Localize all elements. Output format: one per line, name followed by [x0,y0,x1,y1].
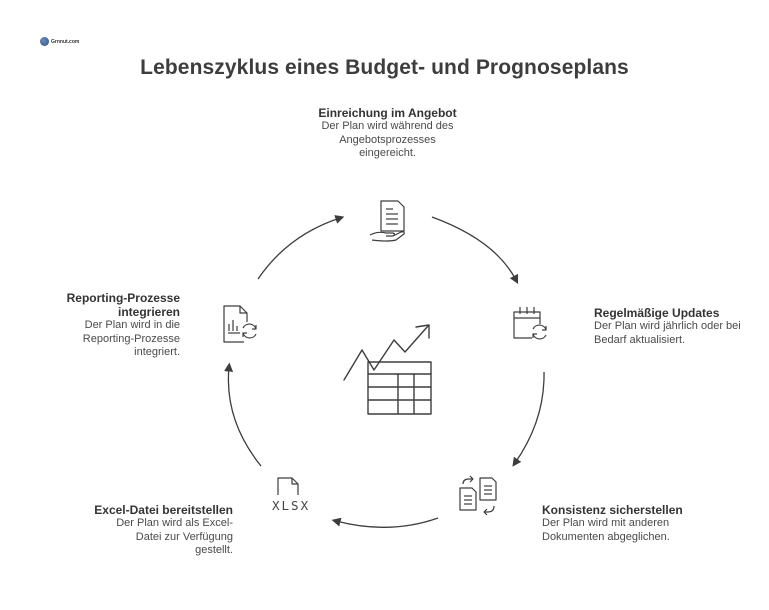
step-submit-description: Der Plan wird während des Angebotsprozes… [321,120,454,159]
step-consistency-heading: Konsistenz sicherstellen [542,503,683,517]
step-updates: Regelmäßige Updates Der Plan wird jährli… [594,306,744,347]
hand-document-icon [369,200,405,242]
step-excel-description: Der Plan wird als Excel-Datei zur Verfüg… [116,517,233,556]
logo-mark-icon [40,37,49,46]
step-reporting-description: Der Plan wird in die Reporting-Prozesse … [82,319,180,358]
compare-documents-icon [459,475,497,516]
arrow-reporting-to-submit [257,215,345,280]
brand-logo: Grnnut.com [40,37,79,46]
logo-text: Grnnut.com [51,38,80,45]
step-reporting: Reporting-Prozesse integrieren Der Plan … [40,291,180,360]
step-submit: Einreichung im Angebot Der Plan wird wäh… [300,106,475,161]
arrow-submit-to-updates [431,216,519,285]
arrow-excel-to-reporting [224,362,262,467]
arrow-consistency-to-excel [331,517,439,528]
xlsx-file-icon [277,477,299,495]
trend-spreadsheet-icon [343,324,432,415]
step-submit-heading: Einreichung im Angebot [318,106,457,120]
step-excel-heading: Excel-Datei bereitstellen [94,503,233,517]
xlsx-file-label: XLSX [272,498,311,513]
step-consistency-description: Der Plan wird mit anderen Dokumenten abg… [542,517,670,543]
step-updates-description: Der Plan wird jährlich oder bei Bedarf a… [594,320,741,346]
calendar-refresh-icon [513,307,547,340]
arrow-updates-to-consistency [512,371,545,467]
step-excel: Excel-Datei bereitstellen Der Plan wird … [80,503,233,558]
step-updates-heading: Regelmäßige Updates [594,306,720,320]
step-consistency: Konsistenz sicherstellen Der Plan wird m… [542,503,702,544]
step-reporting-heading: Reporting-Prozesse integrieren [66,291,180,319]
page-title: Lebenszyklus eines Budget- und Prognosep… [140,56,629,79]
report-refresh-icon [223,305,257,343]
